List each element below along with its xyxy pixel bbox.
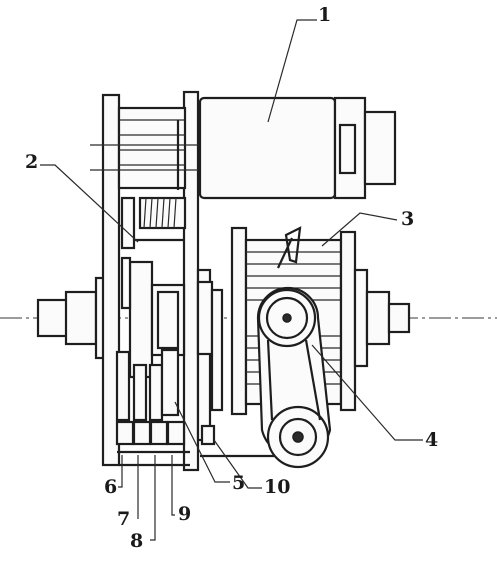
label-5: 5 bbox=[232, 472, 246, 494]
label-9: 9 bbox=[178, 503, 192, 525]
label-7: 7 bbox=[117, 508, 131, 530]
label-4: 4 bbox=[425, 429, 439, 451]
clutch-assembly bbox=[120, 256, 224, 412]
label-6: 6 bbox=[104, 476, 118, 498]
worm-gear bbox=[120, 196, 187, 250]
contact-block bbox=[115, 348, 280, 458]
label-2: 2 bbox=[25, 151, 39, 173]
label-8: 8 bbox=[130, 530, 144, 552]
link-arm bbox=[256, 286, 332, 469]
motor bbox=[90, 96, 397, 200]
label-10: 10 bbox=[264, 476, 291, 498]
label-3: 3 bbox=[401, 208, 415, 230]
leader-lines bbox=[40, 19, 423, 541]
label-1: 1 bbox=[318, 4, 332, 26]
right-shaft-end bbox=[365, 290, 411, 346]
left-shaft-end bbox=[36, 290, 98, 346]
